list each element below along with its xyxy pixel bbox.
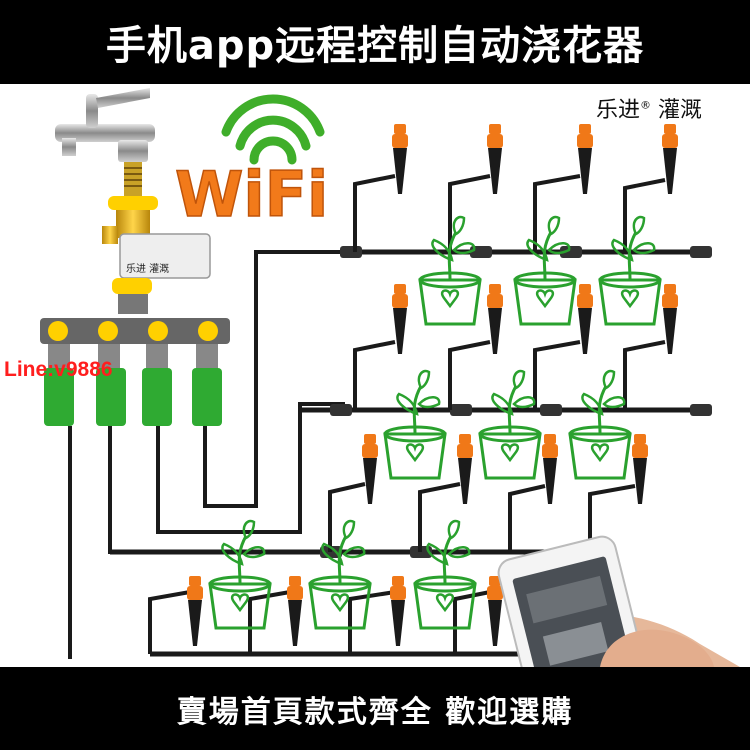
wifi-icon: WiFi (174, 94, 329, 232)
faucet-icon (55, 88, 211, 314)
irrigation-illustration: WiFi (40, 88, 740, 667)
wifi-text: WiFi (175, 158, 328, 231)
splitter (40, 318, 230, 426)
footer-slogan: 賣場首頁款式齊全 歡迎選購 (0, 667, 750, 750)
valve-label: 乐进 灌溉 (126, 264, 170, 275)
smartphone-icon (497, 535, 740, 667)
brand-name: 乐进 (596, 98, 641, 123)
contact-watermark: Line:v9886 (4, 358, 113, 381)
brand-logo: 乐进® 灌溉 (596, 92, 702, 124)
page-title: 手机app远程控制自动浇花器 (0, 0, 750, 84)
brand-tail: 灌溉 (658, 98, 703, 123)
registered-mark: ® (640, 98, 652, 112)
